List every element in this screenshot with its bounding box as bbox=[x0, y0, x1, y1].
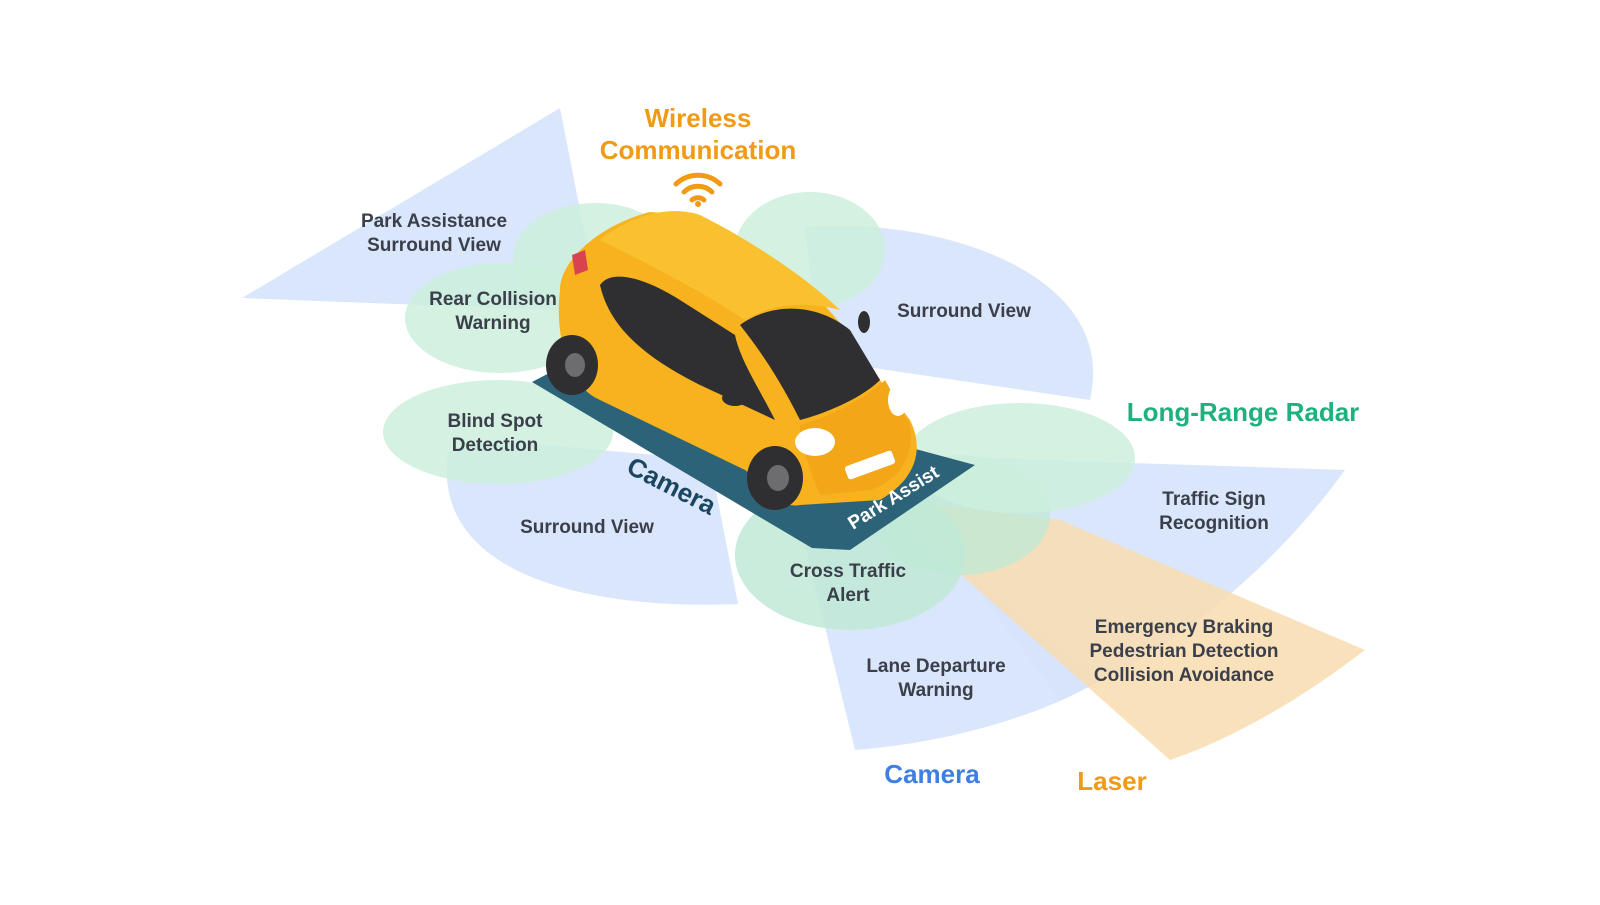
car-headlight-right bbox=[888, 384, 908, 416]
car-roof bbox=[600, 211, 840, 320]
car-illustration bbox=[546, 211, 917, 510]
traffic-sign-label: Traffic Sign Recognition bbox=[1159, 489, 1269, 534]
car-tail-light bbox=[572, 250, 588, 275]
car-plate bbox=[844, 450, 896, 480]
lane-departure-label: Lane Departure Warning bbox=[866, 656, 1006, 701]
surround-view-left-label: Surround View bbox=[520, 517, 654, 538]
cross-traffic-label: Cross Traffic Alert bbox=[789, 561, 907, 606]
car-mirror-right bbox=[858, 311, 870, 333]
park-assistance-label: Park Assistance Surround View bbox=[360, 211, 508, 256]
blind-spot-label: Blind Spot Detection bbox=[447, 411, 543, 456]
car-wheel-rear-hub bbox=[565, 353, 585, 377]
wifi-icon bbox=[673, 172, 723, 207]
zone-radar-blind-spot bbox=[383, 380, 613, 484]
wireless-communication-label: Wireless Communication bbox=[599, 103, 797, 165]
car-windshield bbox=[740, 308, 880, 420]
car-headlight-left bbox=[795, 428, 835, 456]
car-mirror-left bbox=[722, 390, 748, 406]
emergency-braking-label: Emergency Braking Pedestrian Detection C… bbox=[1089, 617, 1279, 686]
camera-bottom-label: Camera bbox=[884, 759, 980, 789]
laser-label: Laser bbox=[1077, 766, 1147, 796]
zone-radar-rear-collision bbox=[405, 263, 595, 373]
zone-laser bbox=[900, 500, 1365, 760]
car-side-windows bbox=[600, 276, 775, 420]
long-range-radar-label: Long-Range Radar bbox=[1126, 397, 1360, 427]
rear-collision-label: Rear Collision Warning bbox=[429, 289, 557, 334]
surround-view-right-label: Surround View bbox=[897, 301, 1031, 322]
zone-radar-long-range bbox=[905, 403, 1135, 513]
zone-camera-park-assistance bbox=[242, 108, 600, 312]
car-wheel-front-hub bbox=[767, 465, 789, 491]
